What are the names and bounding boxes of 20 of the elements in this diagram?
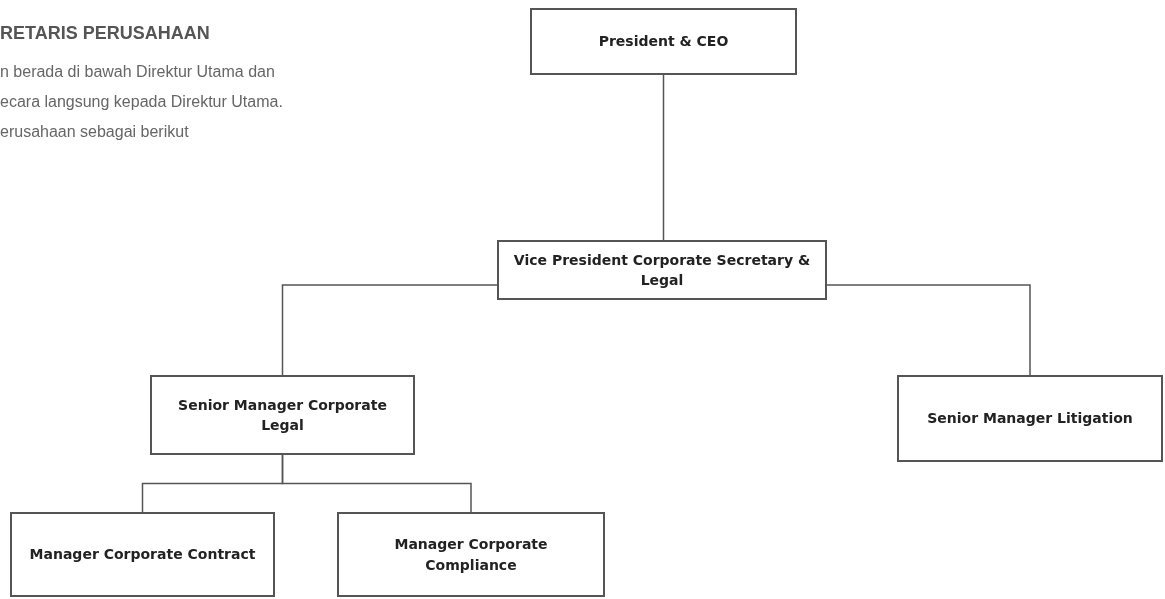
- heading: RETARIS PERUSAHAAN: [0, 22, 210, 45]
- role-title: Senior Manager Litigation: [927, 409, 1133, 429]
- connector-line: [826, 284, 1031, 376]
- role-title: Vice President Corporate Secretary & Legal: [512, 250, 812, 290]
- org-box: [10, 512, 275, 597]
- body-text-line: erusahaan sebagai berikut: [0, 122, 189, 142]
- org-box: [150, 375, 415, 455]
- connector-line: [281, 284, 498, 376]
- role-title: Manager Corporate Contract: [29, 545, 256, 565]
- org-box: [497, 240, 827, 300]
- org-box: [530, 8, 797, 75]
- org-box: [337, 512, 605, 597]
- role-title: Manager Corporate Compliance: [393, 535, 549, 575]
- connector-line: [662, 74, 665, 241]
- role-title: President & CEO: [598, 32, 729, 52]
- body-text-line: ecara langsung kepada Direktur Utama.: [0, 92, 283, 112]
- connector-line: [281, 454, 472, 513]
- org-box: [897, 375, 1163, 462]
- body-text-line: n berada di bawah Direktur Utama dan: [0, 62, 275, 82]
- role-title: Senior Manager Corporate Legal: [177, 395, 388, 435]
